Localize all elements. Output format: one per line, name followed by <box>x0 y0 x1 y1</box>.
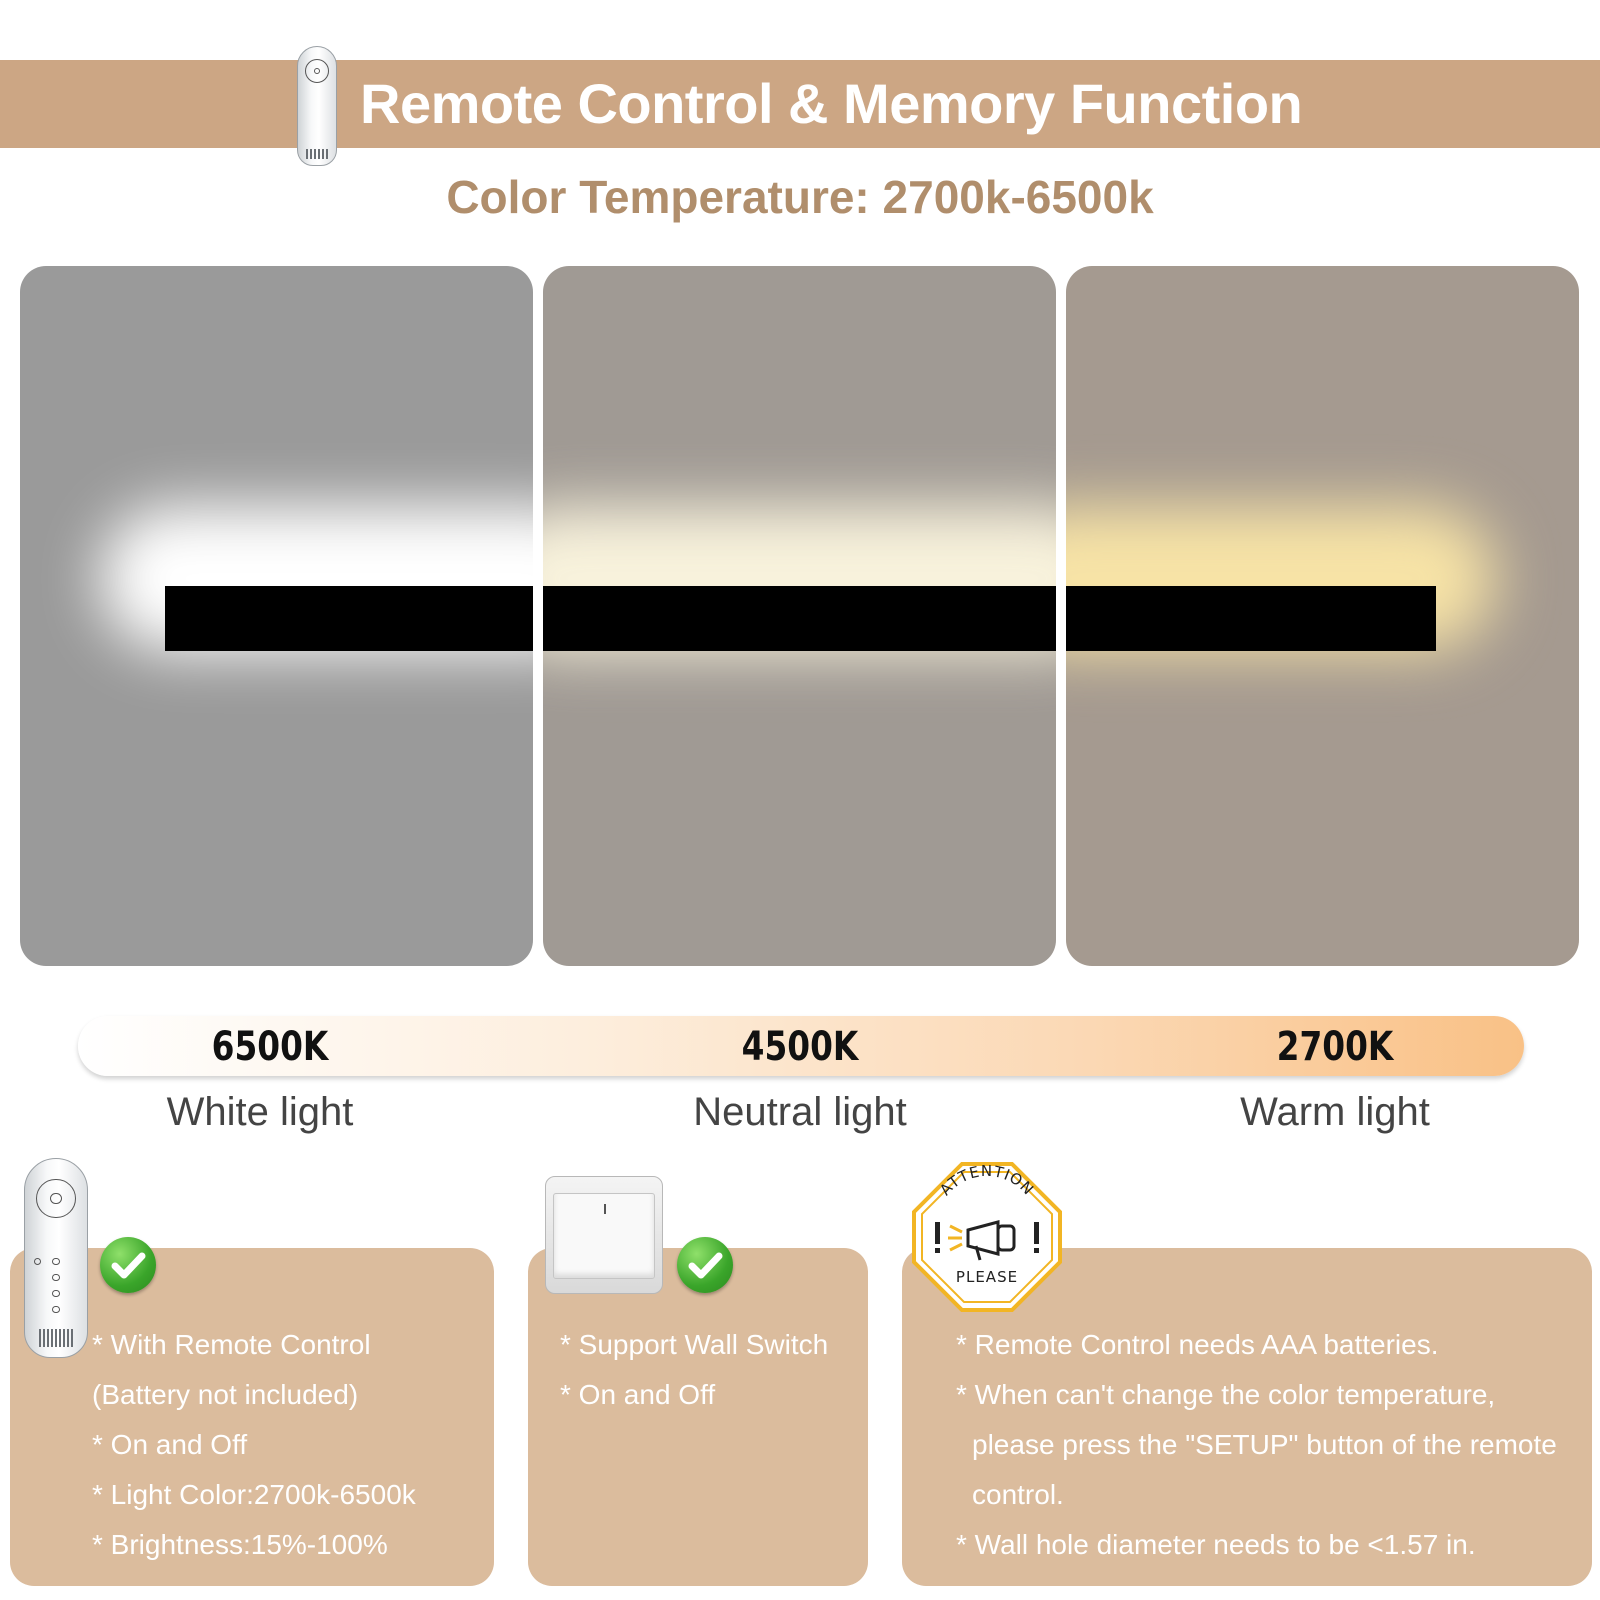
page-subtitle: Color Temperature: 2700k-6500k <box>446 171 1154 223</box>
card-line: control. <box>972 1479 1064 1510</box>
lamp-bar <box>1066 586 1436 651</box>
wall-switch-card-text: * Support Wall Switch * On and Off <box>560 1320 828 1420</box>
kelvin-4500: 4500K <box>741 1024 859 1070</box>
sign-bottom-text: PLEASE <box>956 1268 1018 1286</box>
card-line: * When can't change the color temperatur… <box>956 1379 1496 1410</box>
card-line: * Support Wall Switch <box>560 1329 829 1360</box>
card-line: * Light Color:2700k-6500k <box>92 1479 416 1510</box>
card-line: * With Remote Control <box>92 1329 371 1360</box>
check-icon <box>677 1237 733 1293</box>
attention-card-text: * Remote Control needs AAA batteries. * … <box>956 1320 1557 1570</box>
warm-light-label: Warm light <box>1240 1090 1430 1134</box>
card-line: (Battery not included) <box>92 1379 359 1410</box>
remote-icon <box>24 1158 88 1358</box>
wall-switch-icon <box>545 1176 663 1294</box>
white-light-panel <box>20 266 533 966</box>
card-line: * Remote Control needs AAA batteries. <box>956 1329 1439 1360</box>
header-band <box>0 60 1600 148</box>
neutral-light-panel <box>543 266 1056 966</box>
temperature-scale <box>78 1016 1524 1076</box>
card-line: * On and Off <box>92 1429 248 1460</box>
lamp-bar <box>165 586 533 651</box>
remote-control-card <box>10 1248 494 1586</box>
card-line: * On and Off <box>560 1379 716 1410</box>
white-light-label: White light <box>166 1090 354 1134</box>
remote-icon <box>297 46 337 166</box>
attention-sign-icon: ATTENTION PLEASE <box>910 1160 1064 1314</box>
kelvin-6500: 6500K <box>211 1024 329 1070</box>
lamp-bar <box>543 586 1056 651</box>
card-line: * Wall hole diameter needs to be <1.57 i… <box>956 1529 1476 1560</box>
page-title: Remote Control & Memory Function <box>360 72 1303 135</box>
card-line: * Brightness:15%-100% <box>92 1529 388 1560</box>
check-icon <box>100 1237 156 1293</box>
neutral-light-label: Neutral light <box>693 1090 907 1134</box>
wall-switch-card <box>528 1248 868 1586</box>
remote-card-text: * With Remote Control (Battery not inclu… <box>92 1320 416 1570</box>
warm-light-panel <box>1066 266 1579 966</box>
kelvin-2700: 2700K <box>1276 1024 1394 1070</box>
card-line: please press the "SETUP" button of the r… <box>972 1429 1557 1460</box>
